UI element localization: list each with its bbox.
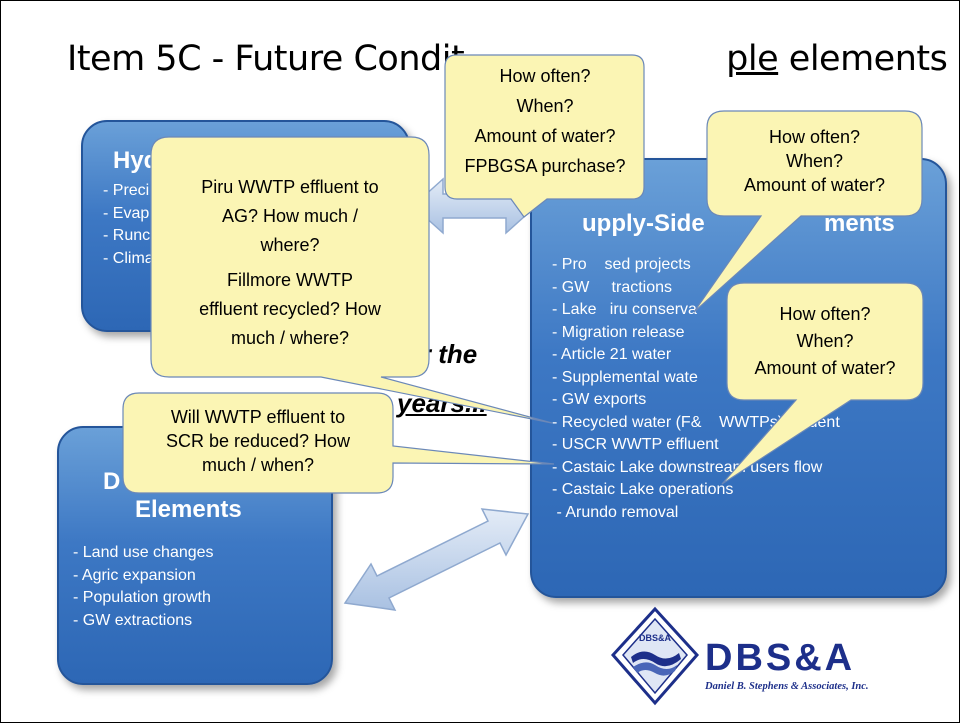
callout-scr-text: Will WWTP effluent to SCR be reduced? Ho…: [123, 405, 393, 477]
callout-line: where?: [260, 235, 320, 255]
callout-line: FPBGSA purchase?: [464, 156, 626, 176]
callout-piru-text: Piru WWTP effluent to AG? How much / whe…: [151, 173, 429, 353]
callout-scr-shape: [122, 392, 555, 494]
callout-line: Amount of water?: [743, 175, 886, 195]
list-item: - Pro sed projects: [552, 256, 691, 273]
callout-line: When?: [796, 331, 854, 351]
list-item: - Land use changes: [73, 544, 214, 561]
supply-list: - Pro sed projects - GW tractions - Lake…: [552, 254, 840, 524]
list-item: - GW exports: [552, 391, 647, 408]
list-item: - Evap: [103, 204, 150, 222]
callout-line: Piru WWTP effluent to: [201, 177, 379, 197]
list-item: - Migration release: [552, 323, 685, 341]
logo-name: DBS&A: [705, 637, 856, 679]
list-item: - USCR WWTP effluent: [552, 436, 719, 453]
callout-line: How often?: [499, 66, 591, 86]
bottom-double-arrow: [343, 508, 530, 611]
logo-seal-icon: DBS&A: [610, 606, 700, 706]
callout-line: AG? How much /: [221, 206, 359, 226]
list-item: - GW extractions: [73, 611, 193, 629]
callout-line: much / when?: [201, 455, 315, 475]
callout-line: Amount of water?: [754, 358, 896, 378]
callout-right-mid-text: How often? When? Amount of water?: [727, 301, 923, 382]
supply-heading: upply-Side: [582, 210, 705, 237]
slide-title: Item 5C - Future Condit ple elements: [67, 39, 948, 79]
title-prefix: Item 5C - Future Condit: [67, 39, 465, 79]
callout-line: much / where?: [230, 328, 350, 348]
callout-top-text: How often? When? Amount of water? FPBGSA…: [445, 61, 645, 181]
list-item: - Clima: [103, 249, 154, 267]
callout-right-mid-shape: [721, 282, 924, 485]
callout-line: Will WWTP effluent to: [170, 407, 346, 427]
callout-line: How often?: [779, 304, 871, 324]
hydrology-list: - Preci - Evap - Runc - Clima: [103, 180, 154, 270]
callout-line: SCR be reduced? How: [165, 431, 351, 451]
callout-line: When?: [516, 96, 574, 116]
list-item: - Preci: [103, 182, 150, 199]
callout-line: How often?: [768, 127, 861, 147]
demand-heading-elements: Elements: [135, 496, 242, 523]
callout-piru-shape: [150, 136, 553, 424]
callout-line: Amount of water?: [474, 126, 616, 146]
demand-list: - Land use changes - Agric expansion - P…: [73, 542, 214, 632]
list-item: - Article 21 water: [552, 346, 672, 363]
callout-top-shape: [444, 54, 645, 218]
title-underlined: ple: [726, 39, 779, 79]
callout-line: When?: [785, 151, 844, 171]
title-suffix: elements: [778, 39, 948, 79]
demand-heading: D: [103, 468, 121, 495]
logo-subtitle: Daniel B. Stephens & Associates, Inc.: [705, 681, 869, 692]
list-item: - Agric expansion: [73, 566, 196, 584]
list-item: - Lake iru conserva: [552, 301, 697, 318]
logo-seal-text: DBS&A: [639, 633, 672, 643]
company-logo: DBS&A DBS&A Daniel B. Stephens & Associa…: [609, 605, 939, 709]
list-item: - GW tractions: [552, 278, 673, 296]
callout-right-top-shape: [693, 110, 923, 313]
list-item: - Castaic Lake operations: [552, 481, 734, 498]
callout-line: Fillmore WWTP: [227, 270, 353, 290]
list-item: - Supplemental wate: [552, 368, 698, 386]
callout-line: effluent recycled? How: [199, 299, 381, 319]
callout-right-top-text: How often? When? Amount of water?: [707, 125, 922, 197]
list-item: - Arundo removal: [552, 503, 679, 521]
list-item: - Population growth: [73, 589, 211, 606]
list-item: - Runc: [103, 227, 151, 244]
